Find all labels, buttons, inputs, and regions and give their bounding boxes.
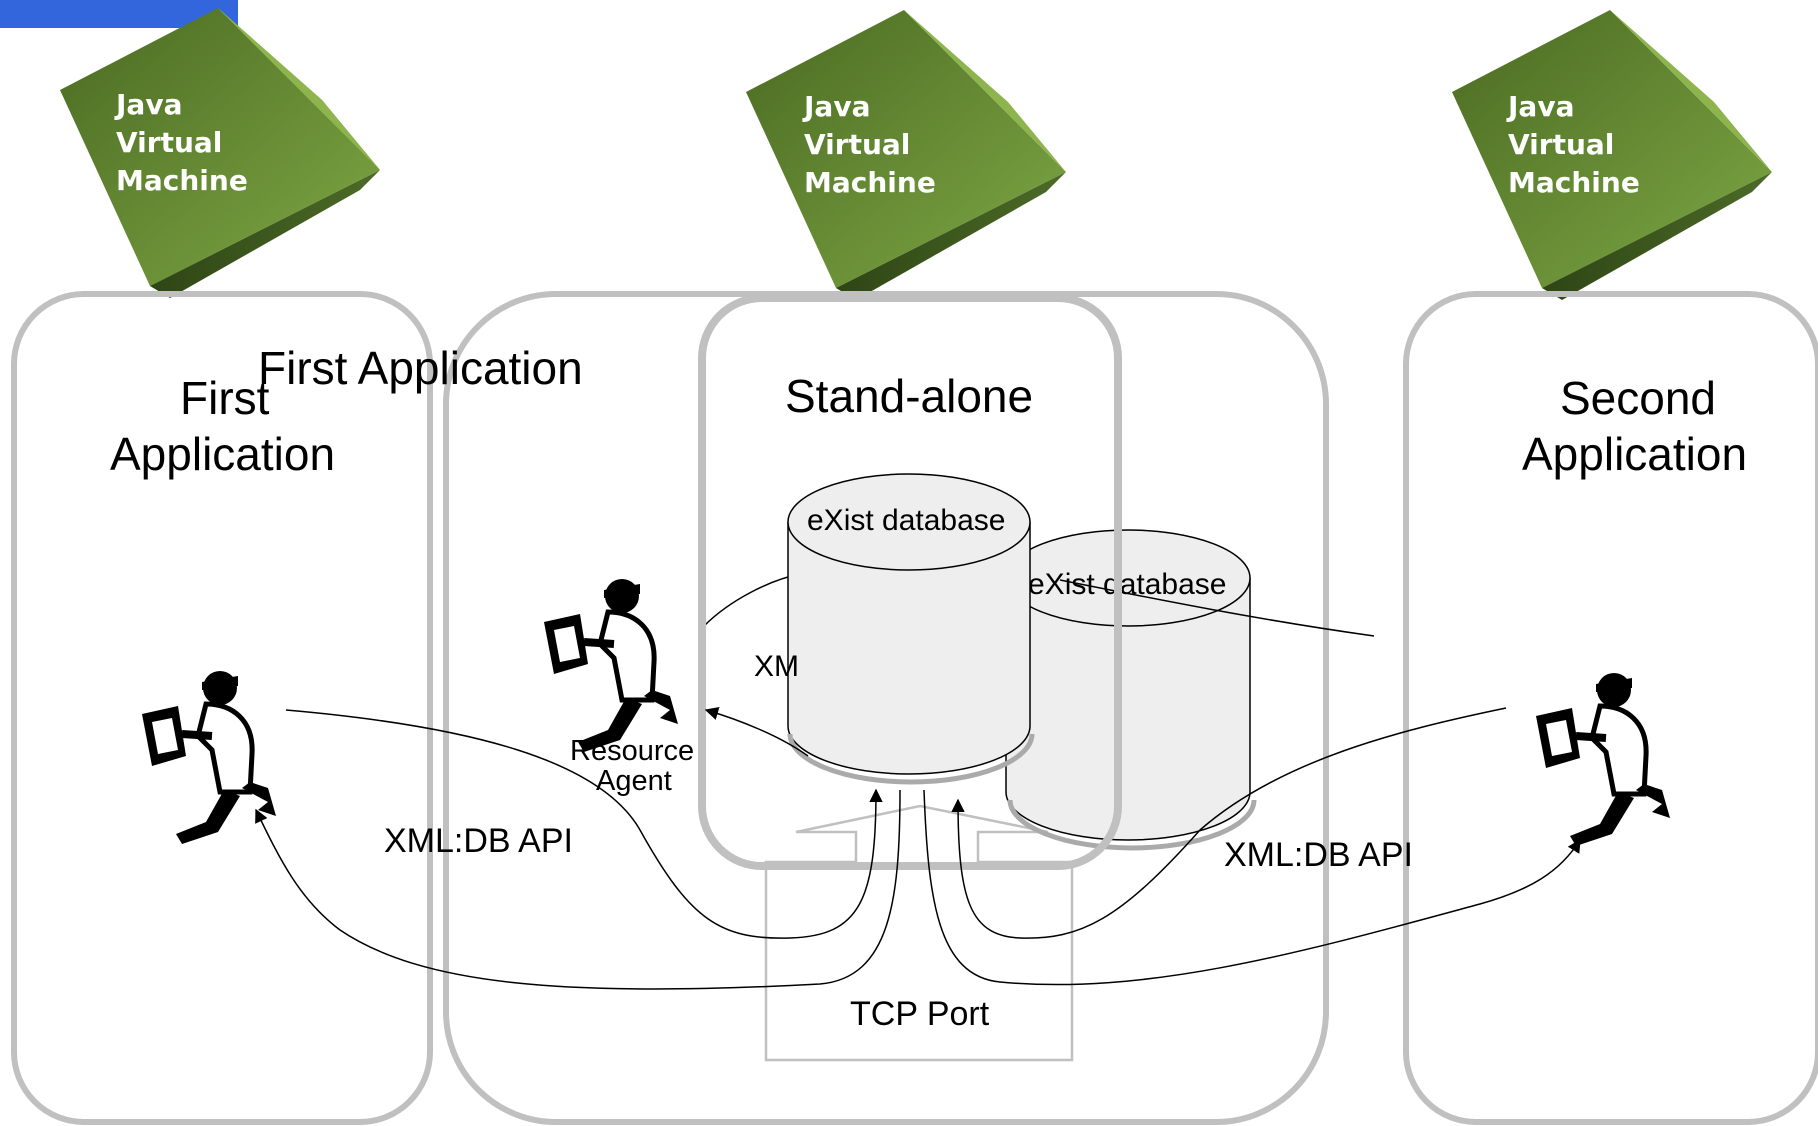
database-back: eXist database (1005, 529, 1257, 851)
arrow-left-to-db (285, 709, 883, 939)
jvm-label-line3: Machine (1508, 166, 1640, 199)
resource-agent-line2: Agent (596, 765, 672, 797)
arrow-db-to-left (255, 789, 901, 990)
jvm-label-line2: Virtual (1508, 128, 1614, 161)
jvm-cube-center: Java Virtual Machine (746, 10, 1066, 300)
jvm-label-line2: Virtual (804, 128, 910, 161)
agent-figure-right (1536, 673, 1670, 846)
arrow-db-to-right (923, 789, 1581, 986)
arrow-db-to-agent (704, 706, 809, 757)
jvm-label-line1: Java (1506, 90, 1574, 123)
second-app-frame (1403, 291, 1818, 1125)
api-partial-label: XM (754, 650, 799, 683)
db-back-label: eXist database (1028, 568, 1226, 601)
connector-db-left (703, 573, 801, 627)
jvm-label-line1: Java (114, 88, 182, 121)
agent-figure-left (142, 671, 276, 844)
jvm-label-line3: Machine (804, 166, 936, 199)
tcp-port-label: TCP Port (850, 995, 990, 1033)
db-front-label: eXist database (807, 504, 1005, 537)
jvm-label-line2: Virtual (116, 126, 222, 159)
connector-db-right (1059, 579, 1375, 637)
first-app-frame (11, 291, 433, 1125)
jvm-cube-left: Java Virtual Machine (60, 8, 380, 298)
api-label-left: XML:DB API (384, 822, 573, 860)
jvm-label-line3: Machine (116, 164, 248, 197)
second-app-title-line1: Second (1560, 372, 1716, 424)
overlay-app-title: First Application (258, 342, 583, 394)
arrow-right-to-db (951, 707, 1507, 939)
standalone-title: Stand-alone (785, 370, 1033, 422)
first-app-title-line2: Application (110, 428, 335, 480)
database-front: eXist database (787, 473, 1035, 785)
second-app-title-line2: Application (1522, 428, 1747, 480)
agent-figure-resource (544, 579, 678, 752)
jvm-label-line1: Java (802, 90, 870, 123)
standalone-frame (698, 294, 1122, 870)
first-app-title-line1: First (180, 372, 270, 424)
jvm-cube-right: Java Virtual Machine (1452, 10, 1772, 300)
api-label-right: XML:DB API (1224, 836, 1413, 874)
